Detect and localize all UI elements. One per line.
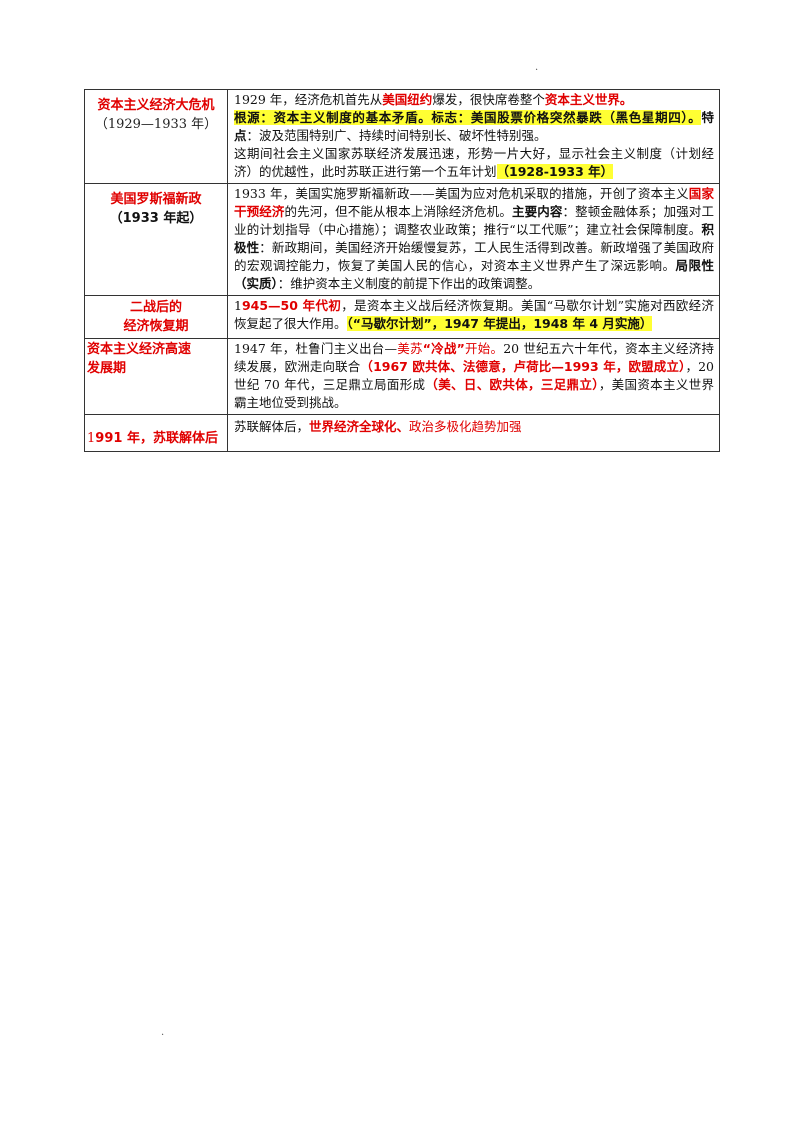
highlight-text: 根源：资本主义制度的基本矛盾。标志：美国股票价格突然暴跌（黑色星期四）。 — [234, 110, 702, 125]
label-title: 美国罗斯福新政 — [110, 192, 202, 207]
row-label: 美国罗斯福新政 （1933 年起） — [84, 183, 228, 296]
red-text: （1967 欧共体、法德意，卢荷比—1993 年，欧盟成立） — [360, 359, 686, 374]
red-text: “冷战” — [422, 341, 465, 356]
label-subtitle: 发展期 — [87, 361, 127, 376]
row-label: 资本主义经济高速 发展期 — [84, 338, 228, 415]
row-content: 苏联解体后，世界经济全球化、政治多极化趋势加强 — [227, 414, 720, 452]
label-title: 1 — [87, 431, 96, 446]
highlight-text: （“马歇尔计划”，1947 年提出，1948 年 4 月实施） — [346, 316, 653, 331]
bold-text: 积极性 — [234, 222, 714, 255]
row-content: 1933 年，美国实施罗斯福新政——美国为应对危机采取的措施，开创了资本主义国家… — [227, 183, 720, 296]
red-text: 美苏 — [397, 341, 423, 356]
text: 1 — [234, 298, 242, 313]
row-content: 1929 年，经济危机首先从美国纽约爆发，很快席卷整个资本主义世界。 根源：资本… — [227, 89, 720, 184]
row-content: 1947 年，杜鲁门主义出台—美苏“冷战”开始。20 世纪五六十年代，资本主义经… — [227, 338, 720, 415]
row-content: 1945—50 年代初，是资本主义战后经济恢复期。美国“马歇尔计划”实施对西欧经… — [227, 295, 720, 339]
text: 苏联解体后， — [234, 419, 310, 434]
bold-text: 局限性（实质） — [234, 258, 714, 291]
table-row: 资本主义经济高速 发展期 1947 年，杜鲁门主义出台—美苏“冷战”开始。20 … — [84, 338, 720, 415]
red-text: 美国纽约 — [382, 92, 433, 107]
label-subtitle: （1933 年起） — [109, 211, 203, 226]
label-subtitle: 经济恢复期 — [123, 319, 189, 334]
text: ：维护资本主义制度的前提下作出的政策调整。 — [277, 276, 541, 291]
table-row: 美国罗斯福新政 （1933 年起） 1933 年，美国实施罗斯福新政——美国为应… — [84, 183, 720, 296]
history-table: 资本主义经济大危机 （1929—1933 年） 1929 年，经济危机首先从美国… — [84, 89, 720, 452]
row-label: 资本主义经济大危机 （1929—1933 年） — [84, 89, 228, 184]
red-text: 资本主义世界。 — [544, 92, 633, 107]
text: 20 世纪五六十年代，资本主义经济持续发展，欧洲走向联合 — [234, 341, 714, 374]
text: 1929 年，经济危机首先从 — [234, 92, 383, 107]
row-label: 二战后的 经济恢复期 — [84, 295, 228, 339]
paragraph: 根源：资本主义制度的基本矛盾。标志：美国股票价格突然暴跌（黑色星期四）。特点：波… — [234, 109, 714, 145]
text: ：整顿金融体系；加强对工业的计划指导（中心措施）；调整农业政策；推行“以工代赈”… — [234, 204, 714, 237]
page-dot-bottom: . — [161, 1027, 165, 1038]
highlight-text: （1928-1933 年） — [496, 164, 614, 179]
bold-text: 特点 — [234, 110, 714, 143]
red-text: 国家干预经济 — [234, 186, 714, 219]
label-title: 资本主义经济大危机 — [97, 98, 215, 113]
label-title: 991 年，苏联解体后 — [95, 431, 218, 446]
table-row: 1991 年，苏联解体后 苏联解体后，世界经济全球化、政治多极化趋势加强 — [84, 414, 720, 452]
red-text: （美、日、欧共体，三足鼎立） — [425, 377, 599, 392]
page-dot-top: . — [535, 62, 539, 73]
label-subtitle: （1929—1933 年） — [94, 117, 218, 132]
text: ，美国资本主义世界霸主地位受到挑战。 — [234, 377, 714, 410]
table-row: 二战后的 经济恢复期 1945—50 年代初，是资本主义战后经济恢复期。美国“马… — [84, 295, 720, 339]
text: 1947 年，杜鲁门主义出台— — [234, 341, 398, 356]
text: ，20 世纪 70 年代，三足鼎立局面形成 — [234, 359, 714, 392]
label-title: 二战后的 — [129, 300, 182, 315]
red-text: 开始。 — [464, 341, 504, 356]
label-title: 资本主义经济高速 — [87, 342, 192, 357]
text: ：新政期间，美国经济开始缓慢复苏，工人民生活得到改善。新政增强了美国政府的宏观调… — [234, 240, 714, 273]
red-text: 世界经济全球化、 — [309, 419, 410, 434]
text: ：波及范围特别广、持续时间特别长、破坏性特别强。 — [246, 128, 547, 143]
red-text: 政治多极化趋势加强 — [409, 419, 522, 434]
paragraph: 1929 年，经济危机首先从美国纽约爆发，很快席卷整个资本主义世界。 — [234, 91, 714, 109]
text: ，是资本主义战后经济恢复期。美国“马歇尔计划”实施对西欧经济恢复起了很大作用。 — [234, 298, 714, 331]
text: 1933 年，美国实施罗斯福新政——美国为应对危机采取的措施，开创了资本主义 — [234, 186, 689, 201]
bold-text: 主要内容 — [511, 204, 563, 219]
text: 的先河，但不能从根本上消除经济危机。 — [284, 204, 512, 219]
red-text: 945—50 年代初 — [241, 298, 342, 313]
text: 这期间社会主义国家苏联经济发展迅速，形势一片大好，显示社会主义制度（计划经济）的… — [234, 146, 714, 179]
table-row: 资本主义经济大危机 （1929—1933 年） 1929 年，经济危机首先从美国… — [84, 89, 720, 184]
paragraph: 这期间社会主义国家苏联经济发展迅速，形势一片大好，显示社会主义制度（计划经济）的… — [234, 145, 714, 181]
row-label: 1991 年，苏联解体后 — [84, 414, 228, 452]
text: 爆发，很快席卷整个 — [432, 92, 545, 107]
